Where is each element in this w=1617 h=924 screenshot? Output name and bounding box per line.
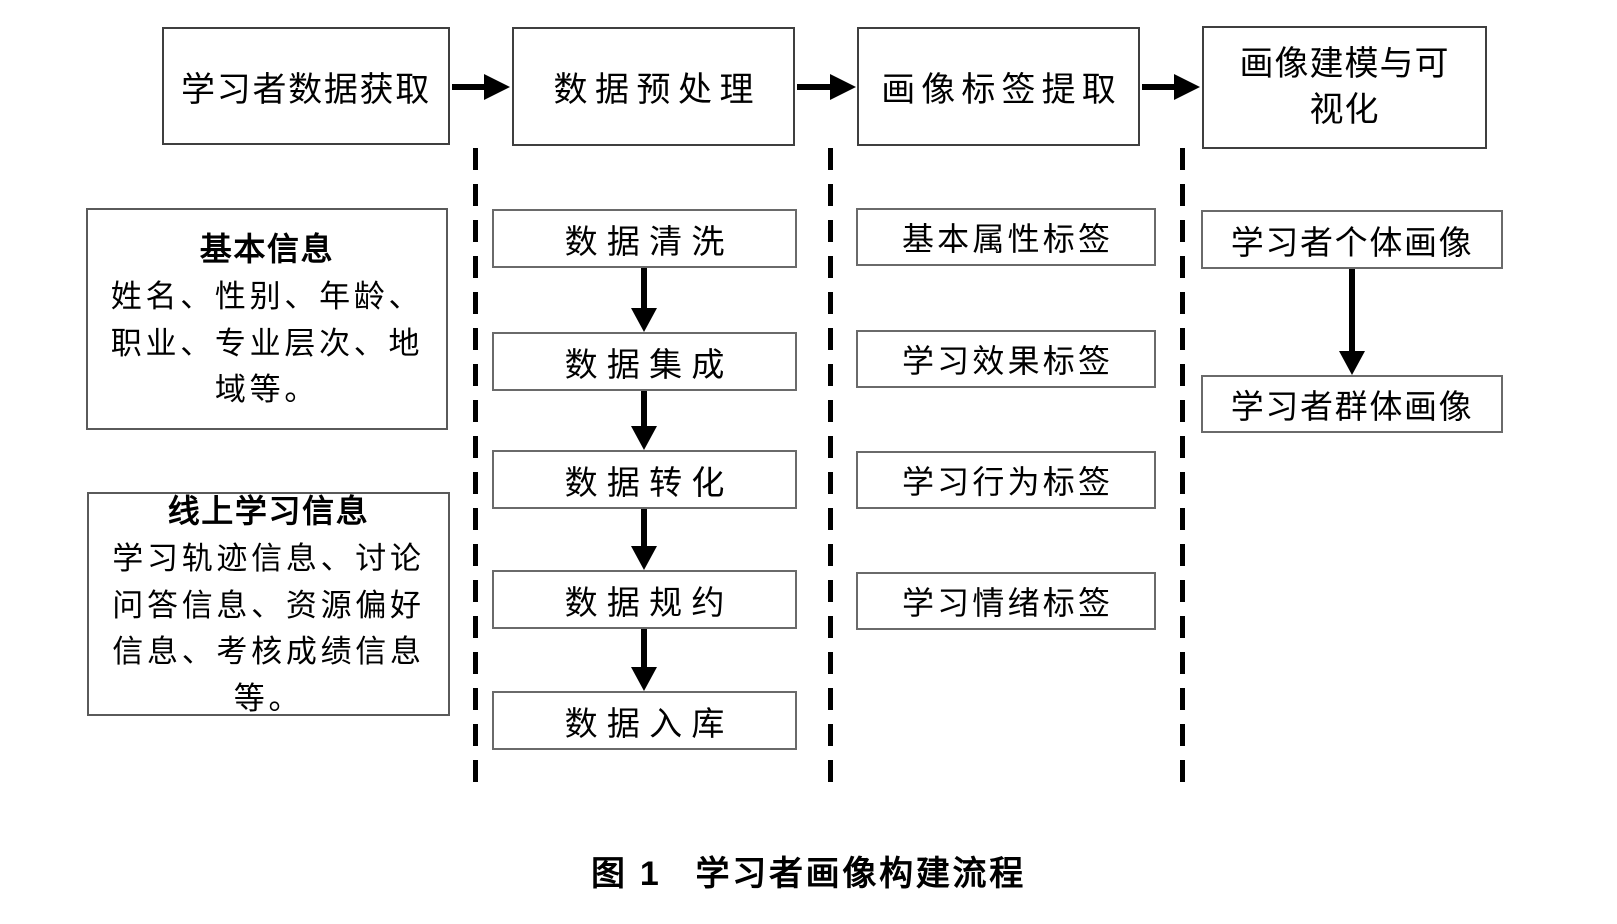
phase-box-profile-modeling-visualization: 画像建模与可视化	[1202, 26, 1487, 149]
label-box-learning-emotion: 学习情绪标签	[856, 572, 1156, 630]
label-type-text: 学习情绪标签	[901, 585, 1114, 621]
flow-arrow-down-icon	[631, 629, 657, 691]
group-profile-box: 学习者群体画像	[1201, 375, 1503, 433]
column-divider-dashed-line	[828, 148, 833, 788]
profile-label: 学习者群体画像	[1230, 388, 1474, 425]
phase-box-profile-label-extraction: 画像标签提取	[857, 27, 1140, 146]
step-label: 数据入库	[564, 704, 734, 742]
online-learning-info-box: 线上学习信息 学习轨迹信息、讨论问答信息、资源偏好信息、考核成绩信息等。	[87, 492, 450, 716]
label-box-basic-attribute: 基本属性标签	[856, 208, 1156, 266]
basic-info-title: 基本信息	[199, 231, 335, 268]
flow-arrow-right-icon	[452, 74, 510, 100]
figure-title: 学习者画像构建流程	[695, 855, 1026, 893]
column-divider-dashed-line	[473, 148, 478, 788]
phase-box-data-preprocessing: 数据预处理	[512, 27, 795, 146]
figure-caption: 图 1 学习者画像构建流程	[0, 846, 1617, 895]
phase-label: 画像标签提取	[881, 71, 1122, 109]
step-label: 数据清洗	[564, 222, 734, 260]
flow-arrow-right-icon	[797, 74, 856, 100]
step-box-data-storage: 数据入库	[492, 691, 797, 750]
basic-info-body: 姓名、性别、年龄、职业、专业层次、地域等。	[110, 279, 424, 408]
flow-arrow-right-icon	[1142, 74, 1200, 100]
phase-label: 数据预处理	[553, 71, 761, 109]
step-box-data-cleaning: 数据清洗	[492, 209, 797, 268]
phase-box-learner-data-acquisition: 学习者数据获取	[162, 27, 450, 145]
label-box-learning-behavior: 学习行为标签	[856, 451, 1156, 509]
label-type-text: 学习效果标签	[901, 343, 1114, 379]
profile-label: 学习者个体画像	[1230, 223, 1474, 261]
step-label: 数据集成	[564, 345, 734, 383]
step-box-data-reduction: 数据规约	[492, 570, 797, 629]
label-type-text: 基本属性标签	[901, 221, 1114, 257]
flow-arrow-down-icon	[631, 509, 657, 570]
step-label: 数据规约	[564, 583, 734, 621]
phase-label: 画像建模与可视化	[1239, 44, 1450, 129]
step-box-data-integration: 数据集成	[492, 332, 797, 391]
flow-arrow-down-icon	[1339, 269, 1365, 375]
flow-arrow-down-icon	[631, 391, 657, 450]
figure-number: 图 1	[591, 855, 662, 893]
online-learning-info-title: 线上学习信息	[167, 493, 370, 529]
column-divider-dashed-line	[1180, 148, 1185, 788]
step-box-data-transformation: 数据转化	[492, 450, 797, 509]
flow-arrow-down-icon	[631, 268, 657, 332]
phase-label: 学习者数据获取	[181, 70, 431, 109]
online-learning-info-body: 学习轨迹信息、讨论问答信息、资源偏好信息、考核成绩信息等。	[112, 541, 425, 716]
individual-profile-box: 学习者个体画像	[1201, 210, 1503, 269]
label-box-learning-effect: 学习效果标签	[856, 330, 1156, 388]
step-label: 数据转化	[564, 463, 734, 501]
basic-info-box: 基本信息 姓名、性别、年龄、职业、专业层次、地域等。	[86, 208, 448, 430]
label-type-text: 学习行为标签	[901, 464, 1114, 500]
